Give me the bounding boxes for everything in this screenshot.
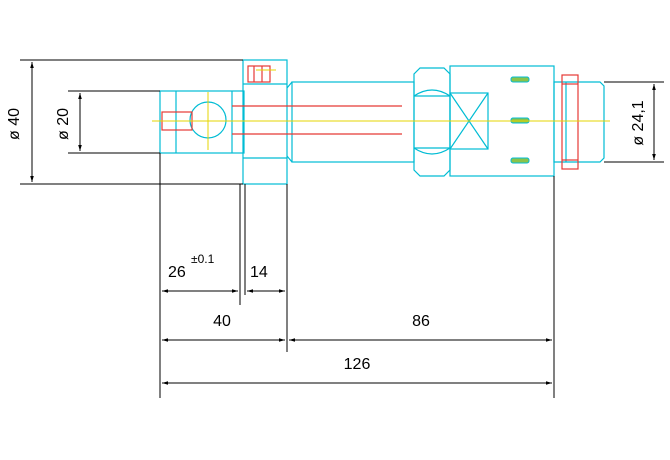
extension-lines (20, 59, 664, 398)
label-len-14: 14 (250, 264, 268, 281)
label-len-126: 126 (344, 356, 371, 373)
eye-end (159, 90, 245, 154)
hex-nut (413, 67, 451, 177)
label-dia-20: ø 20 (55, 108, 72, 140)
label-len-86: 86 (412, 313, 430, 330)
flange-bolt (247, 65, 271, 83)
label-len-40: 40 (213, 313, 231, 330)
hidden-lines (161, 65, 579, 170)
pin-right (561, 74, 579, 170)
label-len-26: 26 (168, 264, 186, 281)
dimension-lines (30, 62, 656, 385)
slot-top (510, 76, 530, 83)
label-dia-40: ø 40 (6, 108, 23, 140)
label-dia-24-1: ø 24,1 (630, 100, 647, 145)
label-tol-26: ±0.1 (191, 252, 215, 266)
dimension-labels: ø 40 ø 20 ø 24,1 26 ±0.1 14 40 86 126 (6, 100, 647, 373)
part-outline (159, 59, 605, 185)
flange-collar (242, 59, 288, 185)
slots (510, 76, 530, 164)
sleeve-end (553, 81, 605, 163)
centerlines (152, 69, 610, 150)
body-tube (291, 81, 415, 163)
slot-bottom (510, 157, 530, 164)
